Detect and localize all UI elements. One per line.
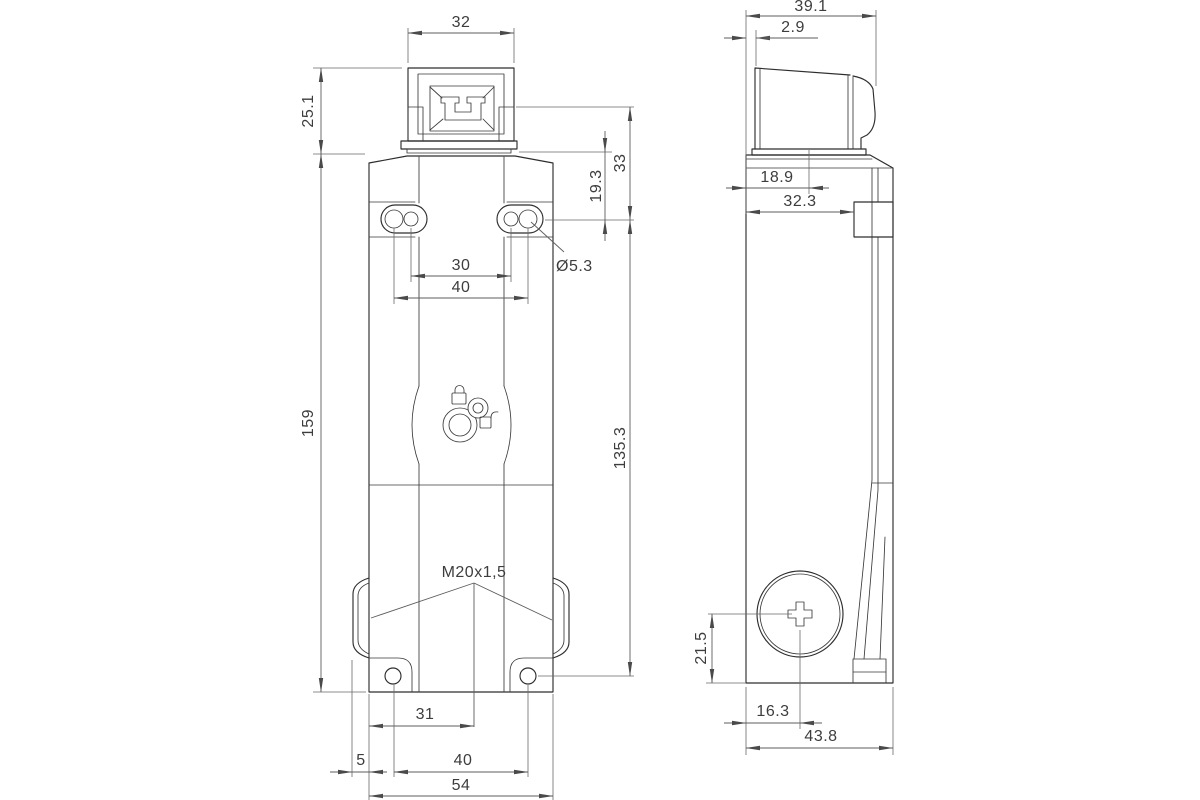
dim-gland-center-height: 21.5: [693, 631, 710, 664]
dim-overall-depth: 39.1: [794, 0, 827, 15]
release-pin: [472, 402, 484, 414]
mounting-slot-left: [380, 204, 428, 234]
dim-slot-hole-dia: Ø5.3: [556, 258, 593, 275]
actuator-slot: [440, 96, 486, 121]
dim-slot-span-inner: 30: [452, 257, 471, 274]
head-base-lip: [406, 148, 512, 154]
dim-head-width: 32: [452, 14, 471, 31]
side-body: [745, 154, 894, 684]
bottom-foot-right: [509, 657, 554, 693]
mounting-slot-right: [496, 204, 544, 234]
dim-front-to-terminal-block: 32.3: [783, 193, 816, 210]
cover-seam-lines: [418, 156, 505, 693]
slot-boss-lines: [368, 201, 554, 238]
lock-open-icon: [479, 411, 499, 429]
dim-slot-span-outer: 40: [452, 279, 471, 296]
dim-slot-to-bottom-hole: 135.3: [612, 427, 629, 470]
release-emblem: [442, 385, 499, 443]
dim-overall-depth-rear: 43.8: [804, 728, 837, 745]
dim-head-height: 25.1: [300, 94, 317, 127]
side-view: 39.1 2.9 18.9 32.3 21.5 1: [693, 0, 894, 755]
bottom-hole-left: [384, 667, 402, 685]
dim-head-base-depth: 18.9: [760, 169, 793, 186]
side-head: [751, 67, 876, 156]
side-body-outline: [745, 154, 894, 684]
dim-flange-to-slot: 33: [612, 154, 629, 173]
head-outer: [407, 67, 515, 142]
dim-front-to-gland-center: 16.3: [756, 703, 789, 720]
bottom-hole-right: [519, 667, 537, 685]
slot-hole-left-inner: [403, 211, 419, 227]
dim-body-height: 159: [300, 409, 317, 437]
front-head: [400, 67, 518, 154]
dim-head-setback: 2.9: [781, 19, 805, 36]
head-front-top: [754, 67, 851, 150]
front-view: 32 25.1 159 33 135.3 19.3 Ø5.3 30: [300, 14, 634, 800]
head-tab-right: [498, 106, 515, 142]
front-body: [352, 155, 570, 693]
dim-bottom-hole-span: 40: [454, 752, 473, 769]
gland-cross-slot: [787, 601, 813, 627]
side-dimensions: 39.1 2.9 18.9 32.3 21.5 1: [693, 0, 894, 755]
head-tab-left: [407, 106, 424, 142]
head-base-band: [400, 140, 518, 150]
side-foot: [852, 658, 887, 684]
bottom-foot-left: [368, 657, 413, 693]
dim-overall-width: 54: [452, 777, 471, 794]
cable-gland-right: [552, 577, 570, 659]
head-face: [429, 85, 495, 132]
lock-closed-icon: [451, 385, 467, 405]
head-face-diagonals: [429, 86, 495, 131]
dim-conduit-thread: M20x1,5: [442, 564, 507, 581]
head-inner: [417, 73, 505, 135]
cable-gland-left: [352, 577, 370, 659]
terminal-block: [853, 201, 894, 238]
center-bulge-arcs: [411, 385, 512, 465]
front-dimensions: 32 25.1 159 33 135.3 19.3 Ø5.3 30: [300, 14, 634, 800]
dim-gland-protrusion: 5: [356, 752, 365, 769]
dim-top-to-slot: 19.3: [588, 169, 605, 202]
dim-edge-to-conduit: 31: [416, 706, 435, 723]
slot-hole-right-inner: [503, 211, 519, 227]
slot-hole-left-outer: [384, 209, 404, 229]
release-button: [448, 413, 472, 437]
head-rear-lobe: [852, 75, 876, 150]
body-outline: [368, 155, 554, 693]
